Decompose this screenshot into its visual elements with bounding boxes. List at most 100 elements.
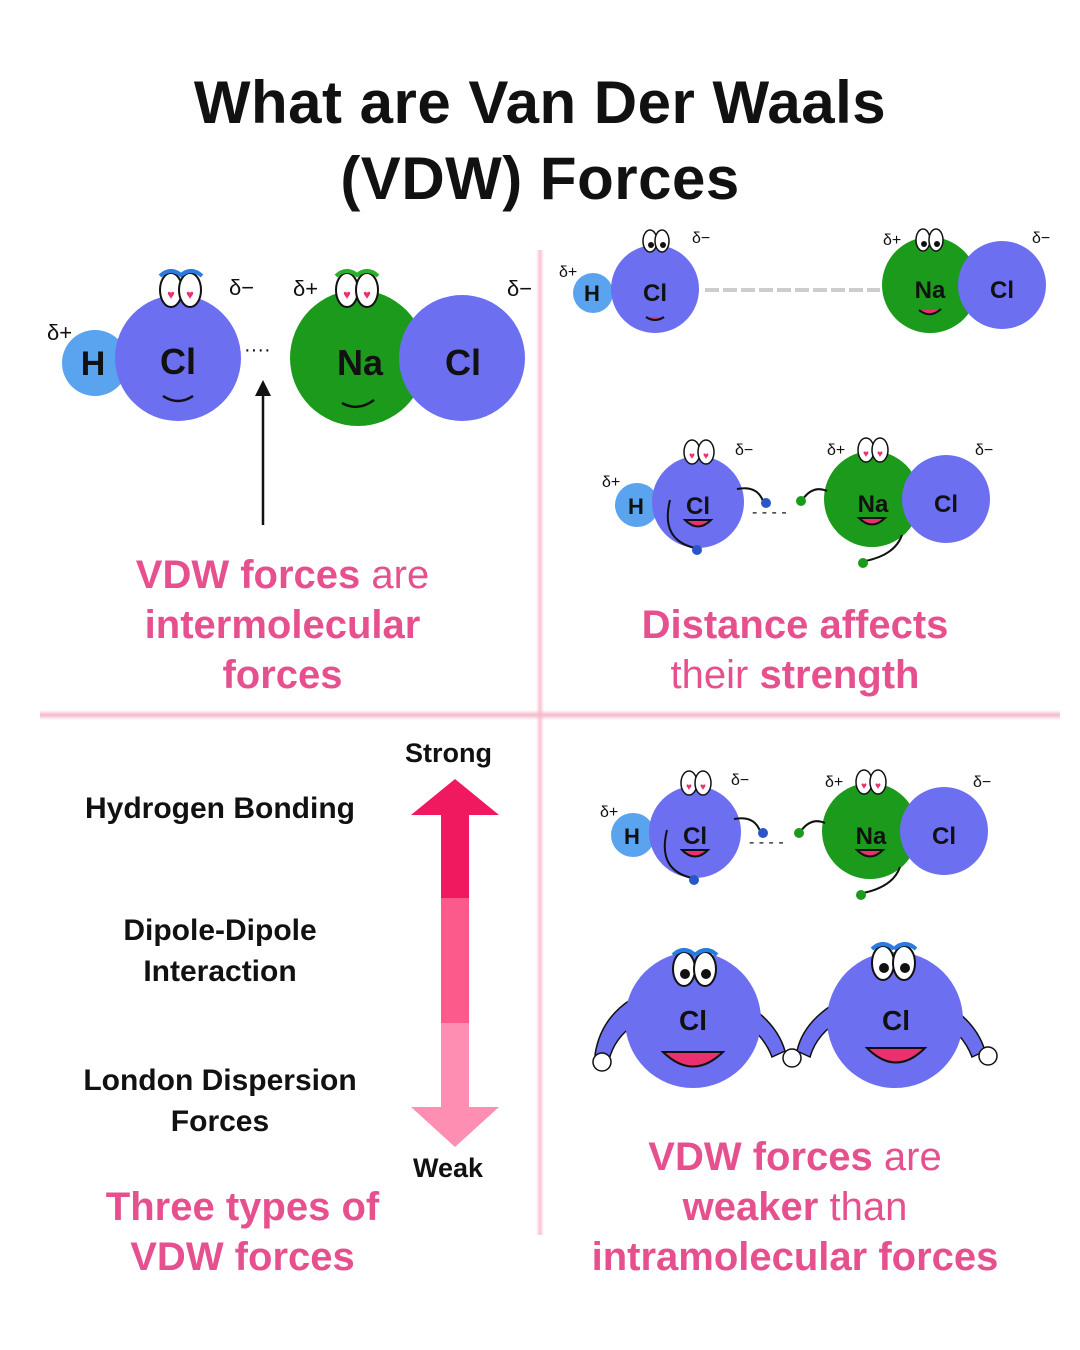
chlorine-atom-right: Cl — [782, 942, 998, 1088]
svg-text:♥: ♥ — [877, 449, 883, 460]
heart-eyes-icon: ♥ ♥ — [855, 769, 887, 795]
svg-text:♥: ♥ — [186, 287, 194, 302]
smile-mouth — [162, 394, 194, 403]
chlorine-label: Cl — [934, 491, 958, 518]
caption-bold: forces — [222, 653, 343, 697]
hydrogen-bonding-label: Hydrogen Bonding — [85, 792, 355, 825]
eyes-icon — [671, 948, 719, 987]
interaction-dashes: - - - - — [752, 504, 787, 521]
interaction-dots: ···· — [244, 339, 271, 361]
weak-label: Weak — [413, 1153, 484, 1183]
svg-text:♥: ♥ — [861, 781, 867, 792]
hcl-molecule: H Cl ♥ ♥ δ+ δ− — [600, 770, 768, 885]
panel4-caption: VDW forces are weaker than intramolecula… — [545, 1132, 1045, 1282]
caption-bold: Three types of — [105, 1185, 380, 1229]
heart-eyes-icon: ♥ ♥ — [683, 439, 715, 465]
nacl-molecule: Na Cl ♥ ♥ δ+ δ− — [794, 769, 991, 900]
delta-minus-label: δ− — [735, 442, 753, 459]
london-line1: London Dispersion — [83, 1064, 357, 1097]
svg-text:♥: ♥ — [700, 782, 706, 793]
sodium-atom — [290, 290, 426, 426]
caption-bold: Distance affects — [641, 603, 949, 647]
caption-bold: weaker — [682, 1185, 819, 1229]
svg-text:♥: ♥ — [703, 451, 709, 462]
caption-bold: intermolecular — [144, 603, 421, 647]
sodium-label: Na — [337, 342, 384, 383]
delta-minus-label: δ− — [1032, 230, 1050, 247]
svg-text:♥: ♥ — [167, 287, 175, 302]
chlorine-atom-left: Cl — [592, 948, 786, 1088]
caption-normal: are — [360, 553, 430, 597]
delta-plus-label: δ+ — [825, 774, 843, 791]
dipole-line1: Dipole-Dipole — [123, 914, 317, 947]
hydrogen-label: H — [584, 281, 600, 306]
sodium-label: Na — [858, 491, 889, 518]
chlorine-label: Cl — [683, 823, 707, 850]
delta-minus-label: δ− — [973, 774, 991, 791]
chlorine-label: Cl — [445, 342, 481, 383]
nacl-molecule-far: Na Cl δ+ δ− — [882, 228, 1050, 333]
chlorine-atom — [399, 295, 525, 421]
london-line2: Forces — [170, 1105, 270, 1138]
chlorine-atom — [115, 295, 241, 421]
page-title-line1: What are Van Der Waals — [193, 69, 887, 136]
svg-text:♥: ♥ — [863, 449, 869, 460]
sodium-label: Na — [915, 277, 946, 304]
panel3-caption: Three types of VDW forces — [20, 1182, 465, 1282]
delta-plus-label: δ+ — [827, 442, 845, 459]
heart-eyes-icon: ♥ ♥ — [857, 437, 889, 463]
svg-text:♥: ♥ — [363, 287, 371, 302]
arrow-up-icon — [255, 380, 271, 525]
caption-bold: intramolecular forces — [591, 1235, 999, 1279]
caption-normal: are — [872, 1135, 942, 1179]
london-dispersion-label: London Dispersion Forces — [40, 1060, 400, 1142]
chlorine-label: Cl — [686, 493, 710, 520]
panel4-molecules: H Cl ♥ ♥ δ+ δ− - - - - Na Cl ♥ ♥ δ+ — [592, 769, 998, 1088]
hydrogen-label: H — [624, 824, 640, 849]
chlorine-label: Cl — [932, 823, 956, 850]
delta-minus-label: δ− — [507, 276, 532, 301]
eyes-icon — [870, 942, 918, 981]
delta-plus-label: δ+ — [600, 804, 618, 821]
dipole-line2: Interaction — [143, 955, 297, 988]
heart-eyes-icon: ♥ ♥ — [680, 770, 712, 796]
hcl-molecule-near: H Cl ♥ ♥ δ+ δ− — [602, 439, 771, 555]
caption-normal: their — [670, 653, 760, 697]
delta-plus-label: δ+ — [883, 232, 901, 249]
delta-plus-label: δ+ — [602, 474, 620, 491]
svg-text:♥: ♥ — [875, 781, 881, 792]
hydrogen-atom — [62, 330, 128, 396]
strength-arrow-icon — [411, 779, 499, 1147]
vertical-divider — [536, 250, 544, 1235]
delta-minus-label: δ− — [731, 772, 749, 789]
delta-plus-label: δ+ — [47, 320, 72, 345]
sodium-label: Na — [856, 823, 887, 850]
eyes-icon — [915, 228, 944, 252]
nacl-molecule: Na Cl ♥ ♥ δ+ δ− — [290, 269, 532, 426]
hydrogen-label: H — [81, 345, 106, 383]
caption-bold: VDW forces — [130, 1235, 355, 1279]
chlorine-label: Cl — [160, 341, 196, 382]
dipole-dipole-label: Dipole-Dipole Interaction — [40, 910, 400, 992]
svg-text:♥: ♥ — [686, 782, 692, 793]
smile-mouth — [341, 398, 375, 409]
hcl-molecule-far: H Cl δ+ δ− — [559, 229, 710, 333]
svg-text:♥: ♥ — [689, 451, 695, 462]
hcl-molecule: H Cl ♥ ♥ δ+ δ− — [47, 269, 254, 421]
page-title-line2: (VDW) Forces — [340, 145, 740, 212]
delta-minus-label: δ− — [975, 442, 993, 459]
strong-label: Strong — [405, 738, 492, 768]
svg-text:♥: ♥ — [343, 287, 351, 302]
panel1-molecules: H Cl ♥ ♥ δ+ δ− ···· Na Cl ♥ — [47, 269, 532, 525]
panel2-molecules: H Cl δ+ δ− Na Cl δ+ δ− H Cl — [559, 228, 1050, 568]
eyes-icon — [642, 229, 670, 253]
horizontal-divider — [40, 710, 1060, 720]
nacl-molecule-near: Na Cl ♥ ♥ δ+ δ− — [796, 437, 993, 568]
panel1-caption: VDW forces are intermolecular forces — [20, 550, 545, 700]
delta-minus-label: δ− — [692, 230, 710, 247]
caption-normal: than — [818, 1185, 908, 1229]
panel2-caption: Distance affects their strength — [545, 600, 1045, 700]
delta-plus-label: δ+ — [559, 264, 577, 281]
delta-minus-label: δ− — [229, 275, 254, 300]
caption-bold: VDW forces — [648, 1135, 873, 1179]
